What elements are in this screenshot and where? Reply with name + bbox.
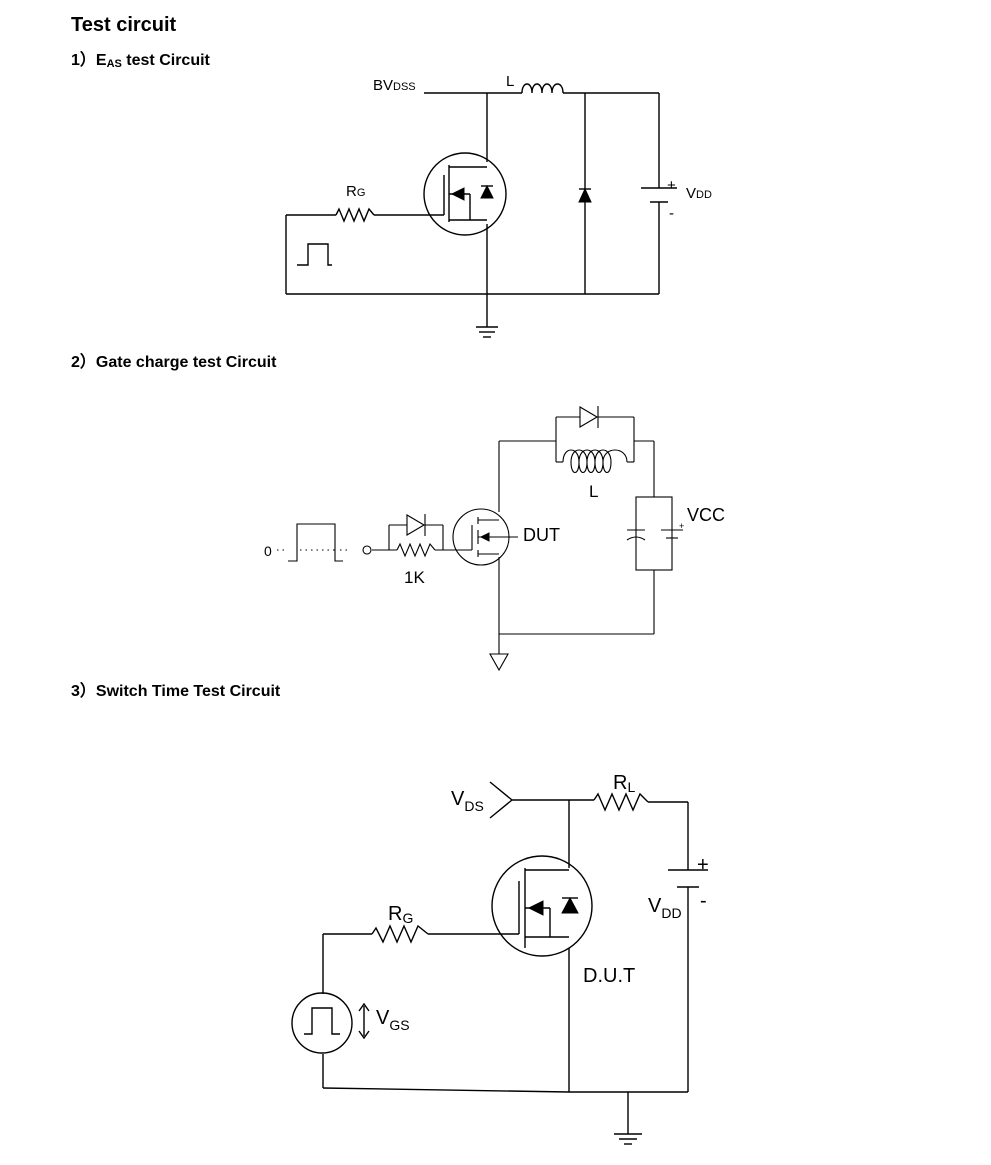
eas-vdd-battery	[641, 187, 677, 209]
gc-pulse-source	[277, 523, 372, 562]
eas-inductor	[521, 83, 564, 94]
gate-charge-circuit: 0 1K DUT L VCC +	[264, 406, 725, 672]
st-vgs-label: VGS	[376, 1007, 410, 1033]
st-dut-mosfet	[491, 855, 593, 957]
st-rl-resistor	[593, 792, 649, 812]
eas-minus-sign: -	[669, 205, 674, 222]
st-ground-icon	[614, 1133, 642, 1145]
gc-inductor-label: L	[589, 482, 598, 501]
st-vdd-battery	[668, 869, 708, 888]
eas-rg-resistor	[335, 207, 375, 223]
st-dut-label: D.U.T	[583, 965, 635, 987]
eas-ground-icon	[476, 326, 498, 338]
eas-mosfet	[423, 152, 507, 236]
section-eas-heading: 1）EAS test Circuit	[71, 52, 210, 70]
eas-pulse-source	[297, 243, 332, 266]
gc-wires	[372, 416, 673, 654]
st-vgs-arrow-icon	[358, 1002, 370, 1040]
gc-load-diode	[579, 406, 599, 428]
gc-ground-icon	[489, 653, 509, 672]
eas-wires	[285, 92, 660, 327]
gc-plus-sign: +	[679, 521, 684, 531]
st-rg-label: RG	[388, 903, 413, 926]
eas-vdd-label: VDD	[686, 185, 712, 202]
section-switch-time-heading: 3）Switch Time Test Circuit	[71, 683, 281, 700]
eas-bvdss-label: BVDSS	[373, 77, 416, 94]
switch-time-circuit: VDS RL RG + VDD - D.U.T VGS	[291, 772, 709, 1145]
st-rl-label: RL	[613, 772, 635, 795]
gc-vcc-label: VCC	[687, 505, 725, 525]
eas-rg-label: RG	[346, 183, 365, 200]
page-title: Test circuit	[71, 14, 177, 36]
gc-zero-label: 0	[264, 543, 272, 559]
eas-circuit: BVDSS L RG + VDD -	[285, 73, 712, 338]
gc-capacitor	[626, 529, 646, 541]
section-gate-charge-heading: 2）Gate charge test Circuit	[71, 354, 277, 371]
st-wires	[322, 781, 689, 1134]
eas-freewheel-diode	[578, 187, 592, 203]
st-minus-sign: -	[700, 890, 707, 912]
gc-gate-diode	[406, 514, 426, 536]
eas-inductor-label: L	[506, 73, 514, 90]
gc-vcc-battery	[661, 529, 683, 539]
st-pulse-source	[291, 992, 353, 1054]
gc-inductor	[562, 449, 628, 474]
eas-plus-sign: +	[667, 177, 676, 194]
st-plus-sign: +	[697, 854, 709, 876]
gc-1k-resistor	[396, 542, 436, 558]
st-rg-resistor	[371, 924, 429, 944]
st-vdd-label: VDD	[648, 895, 682, 921]
gc-dut-label: DUT	[523, 525, 560, 545]
gc-resistor-label: 1K	[404, 568, 425, 587]
gc-dut-mosfet	[452, 508, 518, 566]
st-vds-label: VDS	[451, 788, 484, 814]
